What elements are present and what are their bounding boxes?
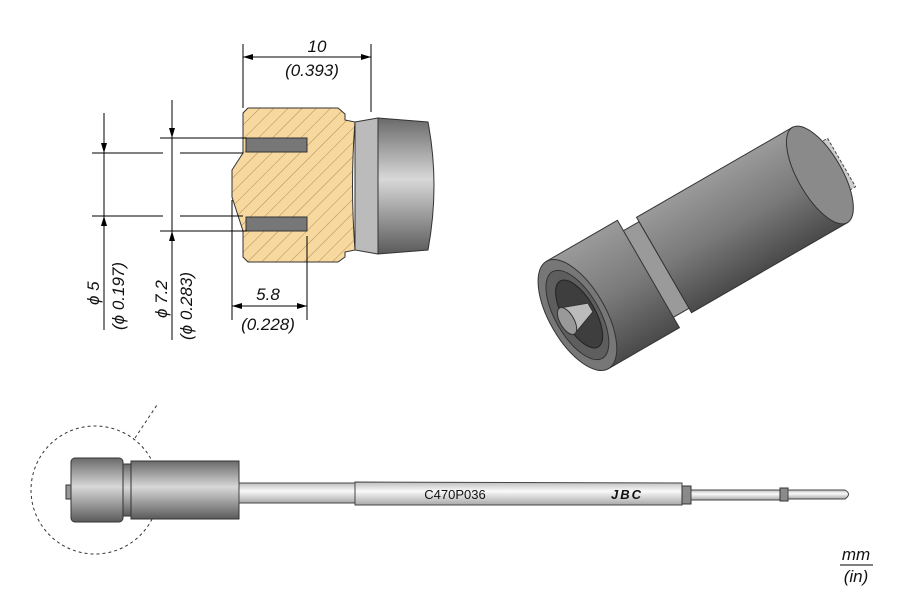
part-number-label: C470P036	[424, 487, 485, 502]
jbc-logo: JBC	[611, 487, 643, 502]
tip-point	[787, 489, 849, 500]
dim-inner-diameter-mm: ϕ 5	[84, 281, 103, 305]
tip-head	[70, 457, 124, 523]
units-legend: mm (in)	[840, 545, 873, 586]
dim-depth-mm: 5.8	[256, 285, 280, 304]
units-mm: mm	[842, 545, 870, 564]
lower-slot	[245, 216, 308, 232]
cap-body	[377, 117, 435, 255]
tip-body	[130, 460, 240, 520]
dim-outer-diameter-in: (ϕ 0.283)	[177, 272, 196, 340]
upper-slot	[245, 137, 308, 153]
dim-outer-diameter-mm: ϕ 7.2	[152, 280, 171, 318]
side-view: C470P036 JBC	[30, 404, 849, 555]
cross-section-view: 10 (0.393) 5.8 (0.228) ϕ 5 (ϕ 0.197) ϕ 7…	[84, 37, 435, 340]
units-in: (in)	[844, 567, 869, 586]
dim-length-in: (0.393)	[285, 61, 339, 80]
section-hatch	[231, 107, 356, 263]
dim-depth-in: (0.228)	[241, 315, 295, 334]
dim-length-mm: 10	[308, 37, 327, 56]
dim-inner-diameter-in: (ϕ 0.197)	[109, 262, 128, 330]
shaft	[354, 481, 683, 506]
isometric-view	[537, 125, 857, 371]
